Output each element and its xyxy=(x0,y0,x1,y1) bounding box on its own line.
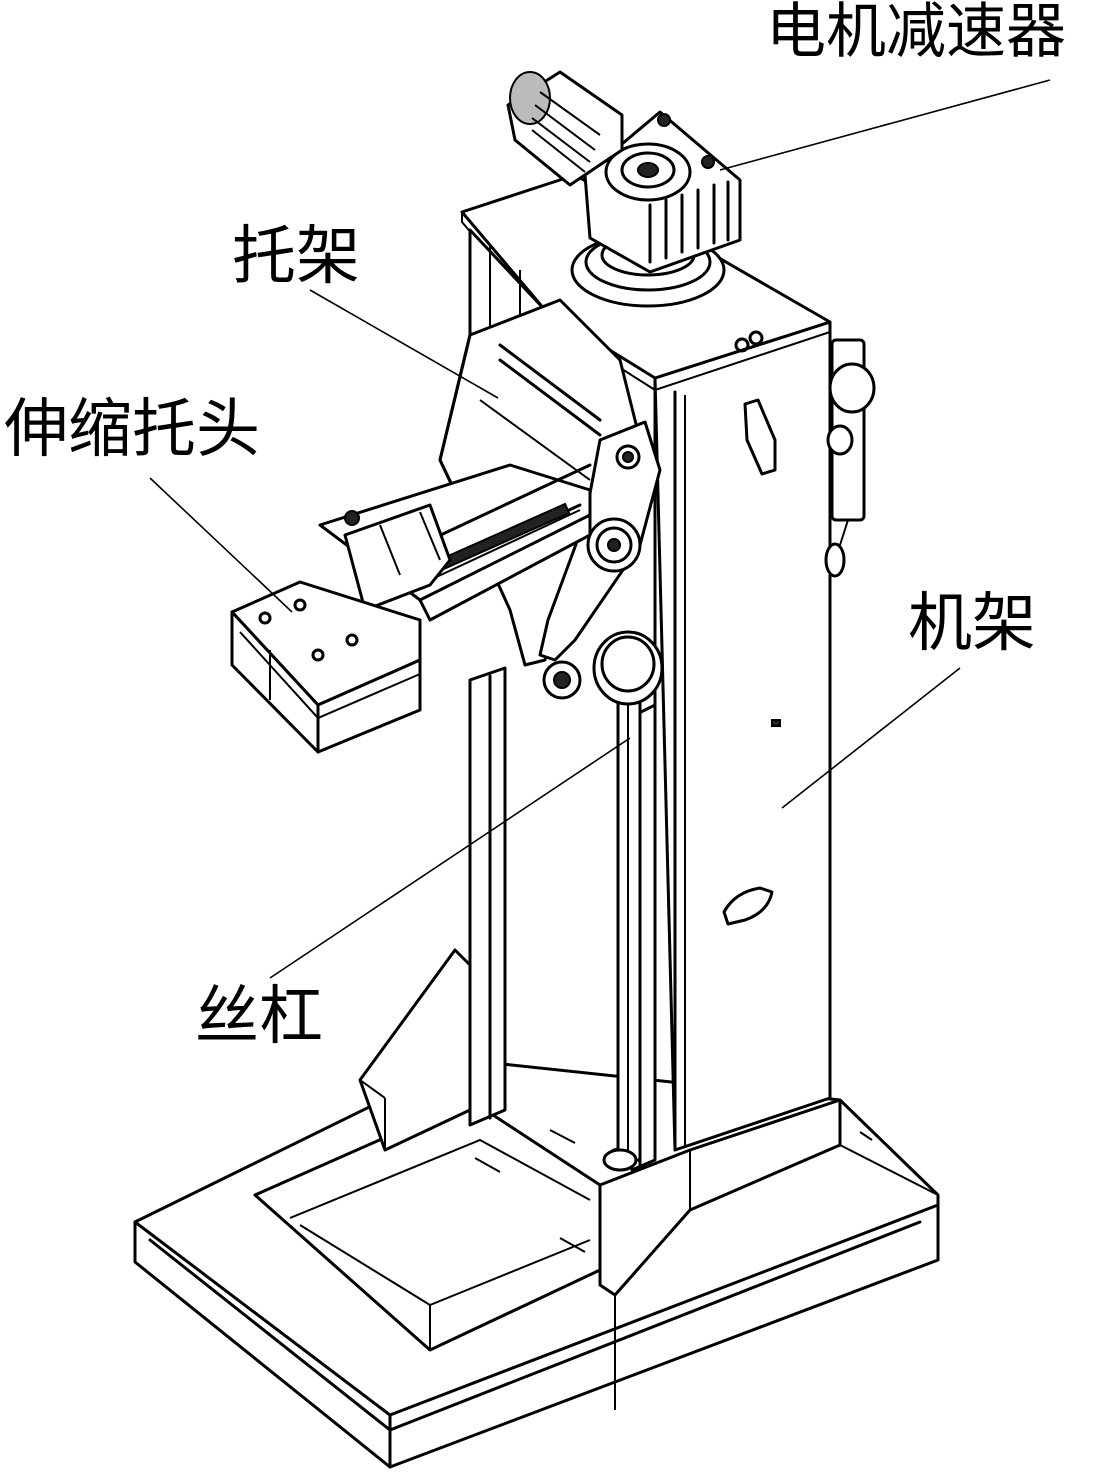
leader-lines xyxy=(149,79,1051,979)
motor-fins xyxy=(531,91,601,173)
label-telescopic-head: 伸缩托头 xyxy=(4,393,260,467)
leader-bracket xyxy=(309,289,499,399)
label-lead-screw: 丝杠 xyxy=(195,980,323,1054)
leader-telescopic-head xyxy=(149,477,293,613)
motor-reducer xyxy=(506,70,742,308)
lead-screw xyxy=(592,630,664,1172)
label-bracket: 托架 xyxy=(232,220,360,294)
telescopic-head xyxy=(230,463,592,754)
leader-motor-reducer xyxy=(719,79,1051,171)
label-motor-reducer: 电机减速器 xyxy=(766,0,1066,67)
reducer-fins xyxy=(648,180,730,264)
leader-lead-screw xyxy=(269,737,631,979)
leader-frame xyxy=(781,667,961,809)
label-frame: 机架 xyxy=(908,587,1036,661)
